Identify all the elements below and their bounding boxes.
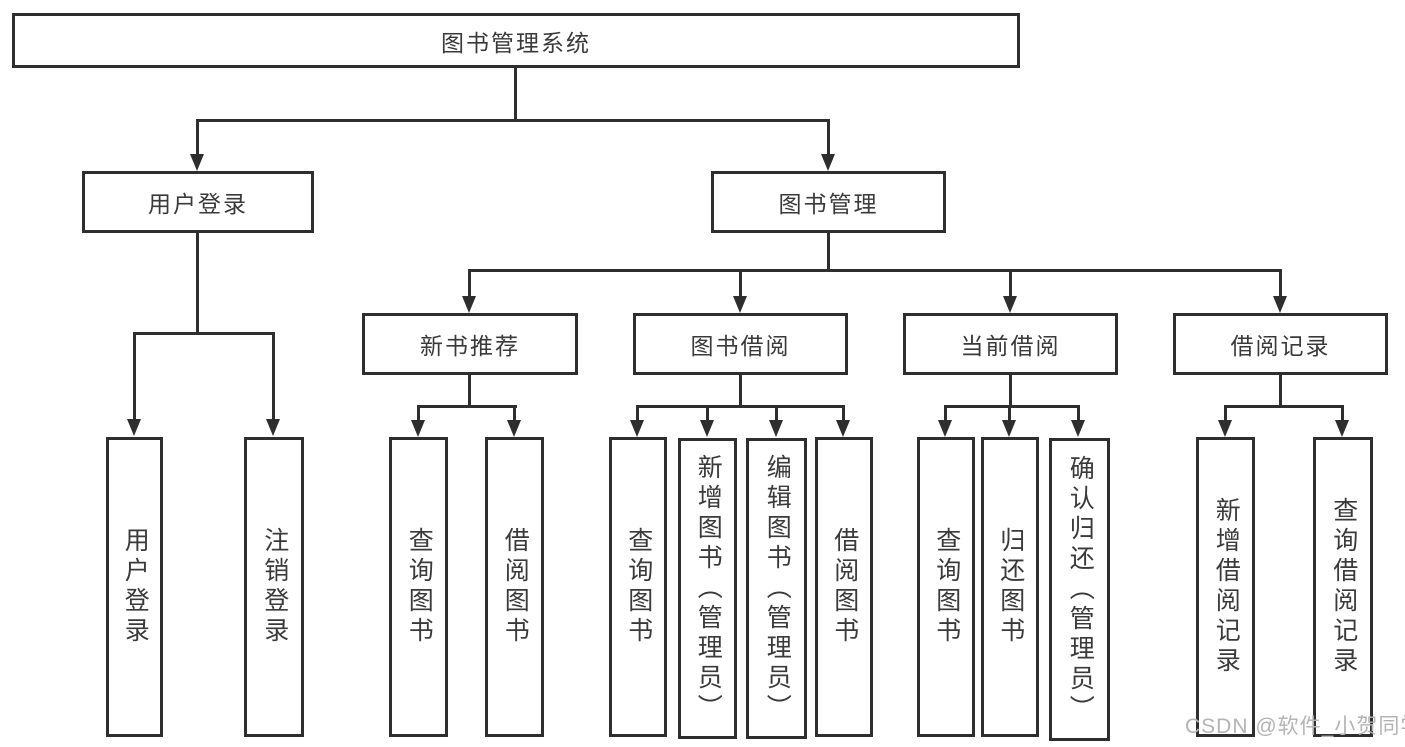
connector-line — [842, 405, 845, 421]
connector-line — [513, 405, 516, 421]
connector-line — [514, 68, 517, 121]
arrow-down — [1335, 420, 1349, 437]
connector-line — [706, 405, 709, 421]
connector-line — [272, 332, 275, 420]
arrow-down — [190, 154, 204, 171]
connector-line — [1077, 405, 1080, 421]
connector-line — [827, 119, 830, 155]
arrow-down — [1273, 296, 1287, 313]
leaf-query-books-current-label: 查询图书 — [932, 527, 961, 647]
node-root-label: 图书管理系统 — [441, 29, 591, 56]
leaf-query-books-recommend-label: 查询图书 — [405, 527, 434, 647]
connector-line — [944, 405, 1080, 408]
leaf-add-borrow-record-label: 新增借阅记录 — [1212, 497, 1241, 677]
leaf-add-book-admin: 新增图书（管理员） — [678, 438, 737, 739]
leaf-edit-book-admin: 编辑图书（管理员） — [746, 438, 807, 739]
leaf-query-books-current: 查询图书 — [917, 437, 975, 737]
connector-line — [827, 233, 830, 271]
node-book-management-label: 图书管理 — [778, 191, 879, 217]
arrow-down — [1002, 420, 1016, 437]
node-new-book-recommendation: 新书推荐 — [362, 313, 578, 375]
leaf-query-books-recommend: 查询图书 — [389, 437, 448, 737]
connector-line — [636, 405, 639, 421]
arrow-down — [507, 420, 521, 437]
arrow-down — [630, 420, 644, 437]
connector-line — [468, 269, 1282, 272]
connector-line — [196, 119, 830, 122]
connector-line — [944, 405, 947, 421]
arrow-down — [938, 420, 952, 437]
leaf-borrow-books-recommend-label: 借阅图书 — [501, 527, 530, 647]
connector-line — [1224, 405, 1343, 408]
arrow-down — [127, 419, 141, 436]
connector-line — [196, 233, 199, 334]
node-new-book-recommendation-label: 新书推荐 — [420, 333, 520, 359]
connector-line — [739, 269, 742, 297]
leaf-user-login-label: 用户登录 — [121, 527, 150, 647]
connector-line — [739, 375, 742, 407]
arrow-down — [411, 420, 425, 437]
arrow-down — [1071, 420, 1085, 437]
node-book-management: 图书管理 — [711, 171, 946, 233]
connector-line — [196, 119, 199, 155]
arrow-down — [700, 420, 714, 437]
connector-line — [1279, 269, 1282, 297]
arrow-down — [1003, 296, 1017, 313]
node-borrowing-records: 借阅记录 — [1173, 313, 1388, 375]
node-current-borrowing: 当前借阅 — [903, 313, 1118, 375]
arrow-down — [462, 296, 476, 313]
arrow-down — [836, 420, 850, 437]
connector-line — [1009, 269, 1012, 297]
connector-line — [1009, 375, 1012, 407]
leaf-confirm-return-admin: 确认归还（管理员） — [1049, 438, 1110, 741]
node-book-borrowing: 图书借阅 — [633, 313, 848, 375]
connector-line — [133, 332, 275, 335]
connector-line — [1279, 375, 1282, 407]
node-book-borrowing-label: 图书借阅 — [690, 333, 791, 359]
leaf-add-borrow-record: 新增借阅记录 — [1196, 437, 1255, 737]
arrow-down — [1218, 420, 1232, 437]
connector-line — [417, 405, 517, 408]
node-user-login: 用户登录 — [82, 171, 314, 233]
connector-line — [775, 405, 778, 421]
leaf-edit-book-admin-label: 编辑图书（管理员） — [763, 453, 792, 724]
leaf-user-login: 用户登录 — [106, 437, 163, 737]
arrow-down — [266, 419, 280, 436]
connector-line — [417, 405, 420, 421]
leaf-logout-label: 注销登录 — [260, 527, 289, 647]
leaf-return-book: 归还图书 — [981, 437, 1039, 737]
connector-line — [1008, 405, 1011, 421]
connector-line — [1341, 405, 1344, 421]
node-root: 图书管理系统 — [12, 13, 1020, 68]
leaf-query-borrow-record: 查询借阅记录 — [1313, 437, 1373, 737]
connector-line — [1224, 405, 1227, 421]
arrow-down — [821, 154, 835, 171]
node-borrowing-records-label: 借阅记录 — [1230, 333, 1331, 359]
leaf-borrow-books-recommend: 借阅图书 — [485, 437, 544, 737]
leaf-return-book-label: 归还图书 — [996, 527, 1025, 647]
leaf-query-books-borrowing: 查询图书 — [609, 437, 667, 737]
leaf-borrow-books-borrowing-label: 借阅图书 — [830, 527, 859, 647]
arrow-down — [733, 296, 747, 313]
arrow-down — [769, 420, 783, 437]
connector-line — [636, 405, 845, 408]
node-user-login-label: 用户登录 — [148, 191, 248, 217]
node-current-borrowing-label: 当前借阅 — [960, 333, 1061, 359]
leaf-logout: 注销登录 — [244, 437, 304, 737]
leaf-query-books-borrowing-label: 查询图书 — [624, 527, 653, 647]
watermark: CSDN @软件_小贺同学 — [1185, 715, 1405, 738]
leaf-confirm-return-admin-label: 确认归还（管理员） — [1066, 454, 1095, 725]
leaf-query-borrow-record-label: 查询借阅记录 — [1329, 497, 1358, 677]
leaf-add-book-admin-label: 新增图书（管理员） — [694, 453, 723, 724]
connector-line — [468, 375, 471, 407]
leaf-borrow-books-borrowing: 借阅图书 — [815, 437, 873, 737]
connector-line — [468, 269, 471, 297]
connector-line — [133, 332, 136, 420]
